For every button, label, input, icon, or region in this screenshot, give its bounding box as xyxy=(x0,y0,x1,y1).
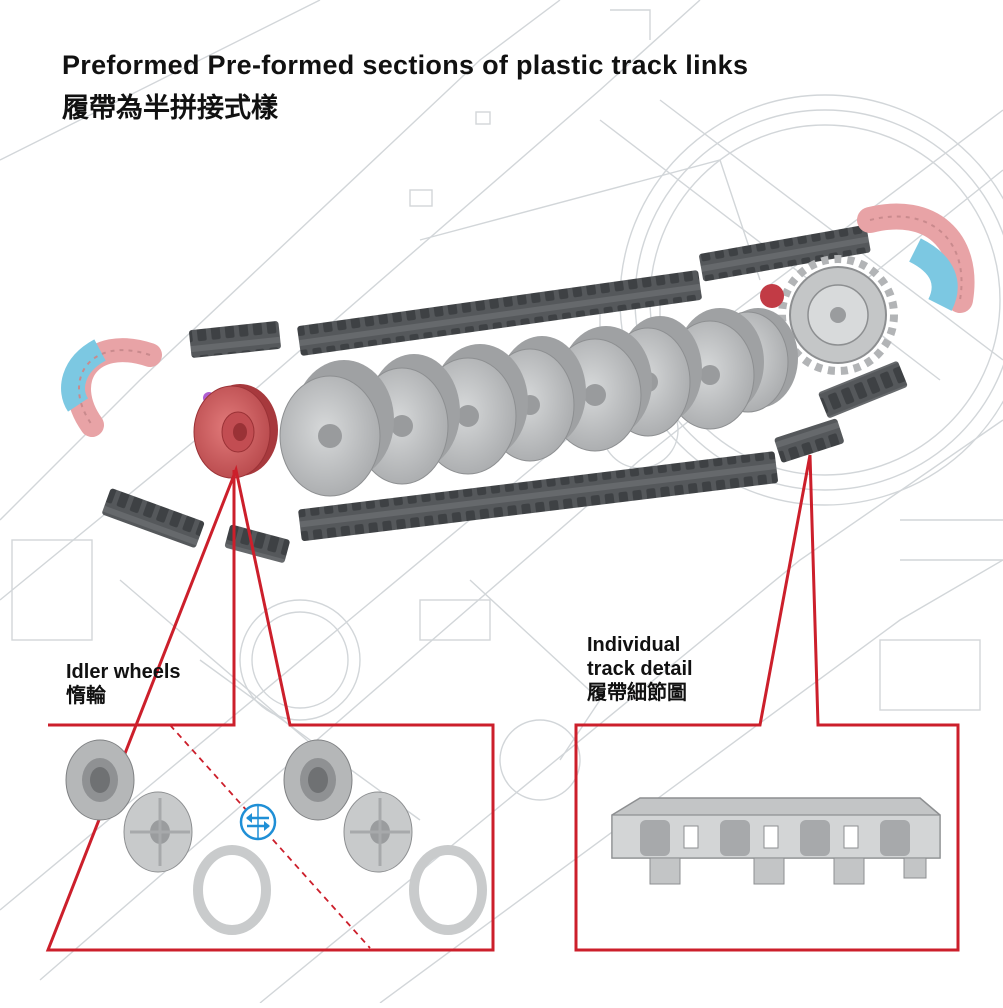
road-wheels xyxy=(279,308,798,497)
idler-disc-right xyxy=(343,791,413,873)
idler-exploded-detail xyxy=(65,724,487,949)
idler-label-en: Idler wheels xyxy=(66,661,181,683)
title-chinese: 履帶為半拼接式樣 xyxy=(62,93,278,123)
preformed-curved-section-rear xyxy=(61,338,162,437)
track-label-zh: 履帶細節圖 xyxy=(587,682,687,704)
dashed-divider xyxy=(169,724,371,949)
idler-wheels-label: Idler wheels 惰輪 xyxy=(66,660,181,708)
idler-tire-left xyxy=(193,845,271,935)
idler-wheel xyxy=(193,384,278,479)
mirror-arrows-icon xyxy=(239,803,277,841)
idler-label-zh: 惰輪 xyxy=(66,685,106,707)
rear-lower-links xyxy=(102,488,205,548)
lower-track-run xyxy=(298,451,778,542)
title-english: Preformed Pre-formed sections of plastic… xyxy=(62,50,749,80)
callout-idler-box xyxy=(45,464,495,952)
idler-disc-left xyxy=(123,791,193,873)
sprocket-wheel xyxy=(760,255,898,375)
track-detail-label: Individual track detail 履帶細節圖 xyxy=(587,633,693,705)
road-wheel xyxy=(279,360,394,497)
callout-track xyxy=(574,454,960,952)
track-label-en-line2: track detail xyxy=(587,658,693,680)
rear-upper-links xyxy=(189,321,281,358)
idler-hub-right xyxy=(283,739,353,821)
track-link-detail xyxy=(611,797,941,885)
upper-track-run xyxy=(297,270,702,356)
rear-bottom-links xyxy=(224,524,290,563)
idler-hub-left xyxy=(65,739,135,821)
upper-track-front xyxy=(699,225,871,282)
callout-track-box xyxy=(574,454,960,952)
front-links-lower xyxy=(774,418,844,463)
idler-tire-right xyxy=(409,845,487,935)
front-links-upper xyxy=(818,361,908,418)
preformed-curved-section-front xyxy=(857,203,975,313)
callout-idler xyxy=(45,464,495,952)
track-label-en-line1: Individual xyxy=(587,634,681,656)
track-runs xyxy=(102,225,908,563)
